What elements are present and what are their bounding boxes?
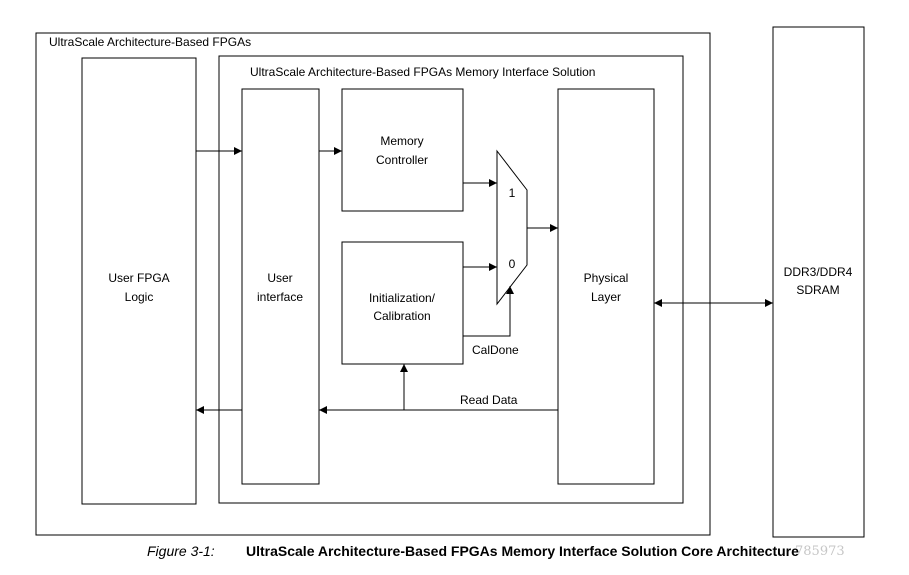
init-calibration-label-line2: Calibration bbox=[373, 309, 430, 323]
memory-controller-block bbox=[341, 88, 464, 212]
sdram-block bbox=[772, 26, 865, 538]
user-interface-block bbox=[241, 88, 320, 485]
sdram-label-line1: DDR3/DDR4 bbox=[784, 265, 853, 279]
multiplexer-shape bbox=[496, 149, 528, 306]
figure-caption: Figure 3-1: UltraScale Architecture-Base… bbox=[0, 543, 909, 567]
mis-container-label: UltraScale Architecture-Based FPGAs Memo… bbox=[250, 65, 595, 79]
figure-title: UltraScale Architecture-Based FPGAs Memo… bbox=[246, 543, 799, 559]
watermark-text: 785973 bbox=[795, 544, 845, 559]
init-calibration-label-line1: Initialization/ bbox=[369, 291, 436, 305]
user-fpga-logic-block bbox=[81, 57, 197, 505]
arrow-caldone-to-mux-select bbox=[463, 286, 514, 337]
user-interface-label-line2: interface bbox=[257, 290, 303, 304]
user-interface-label-line1: User bbox=[267, 271, 292, 285]
physical-layer-label-line2: Layer bbox=[591, 290, 621, 304]
fpga-container bbox=[35, 32, 711, 536]
fpga-container-label: UltraScale Architecture-Based FPGAs bbox=[49, 35, 251, 49]
memory-controller-label-line1: Memory bbox=[380, 134, 423, 148]
figure-number: Figure 3-1: bbox=[147, 543, 215, 559]
mis-container bbox=[218, 55, 684, 504]
sdram-label-line2: SDRAM bbox=[796, 283, 839, 297]
physical-layer-block bbox=[557, 88, 655, 485]
user-fpga-logic-label-line2: Logic bbox=[125, 290, 154, 304]
caldone-label: CalDone bbox=[472, 343, 519, 357]
user-fpga-logic-label-line1: User FPGA bbox=[108, 271, 169, 285]
mux-input-0-label: 0 bbox=[509, 257, 516, 271]
mux-input-1-label: 1 bbox=[509, 186, 516, 200]
physical-layer-label-line1: Physical bbox=[584, 271, 629, 285]
read-data-label: Read Data bbox=[460, 393, 518, 407]
memory-controller-label-line2: Controller bbox=[376, 153, 428, 167]
